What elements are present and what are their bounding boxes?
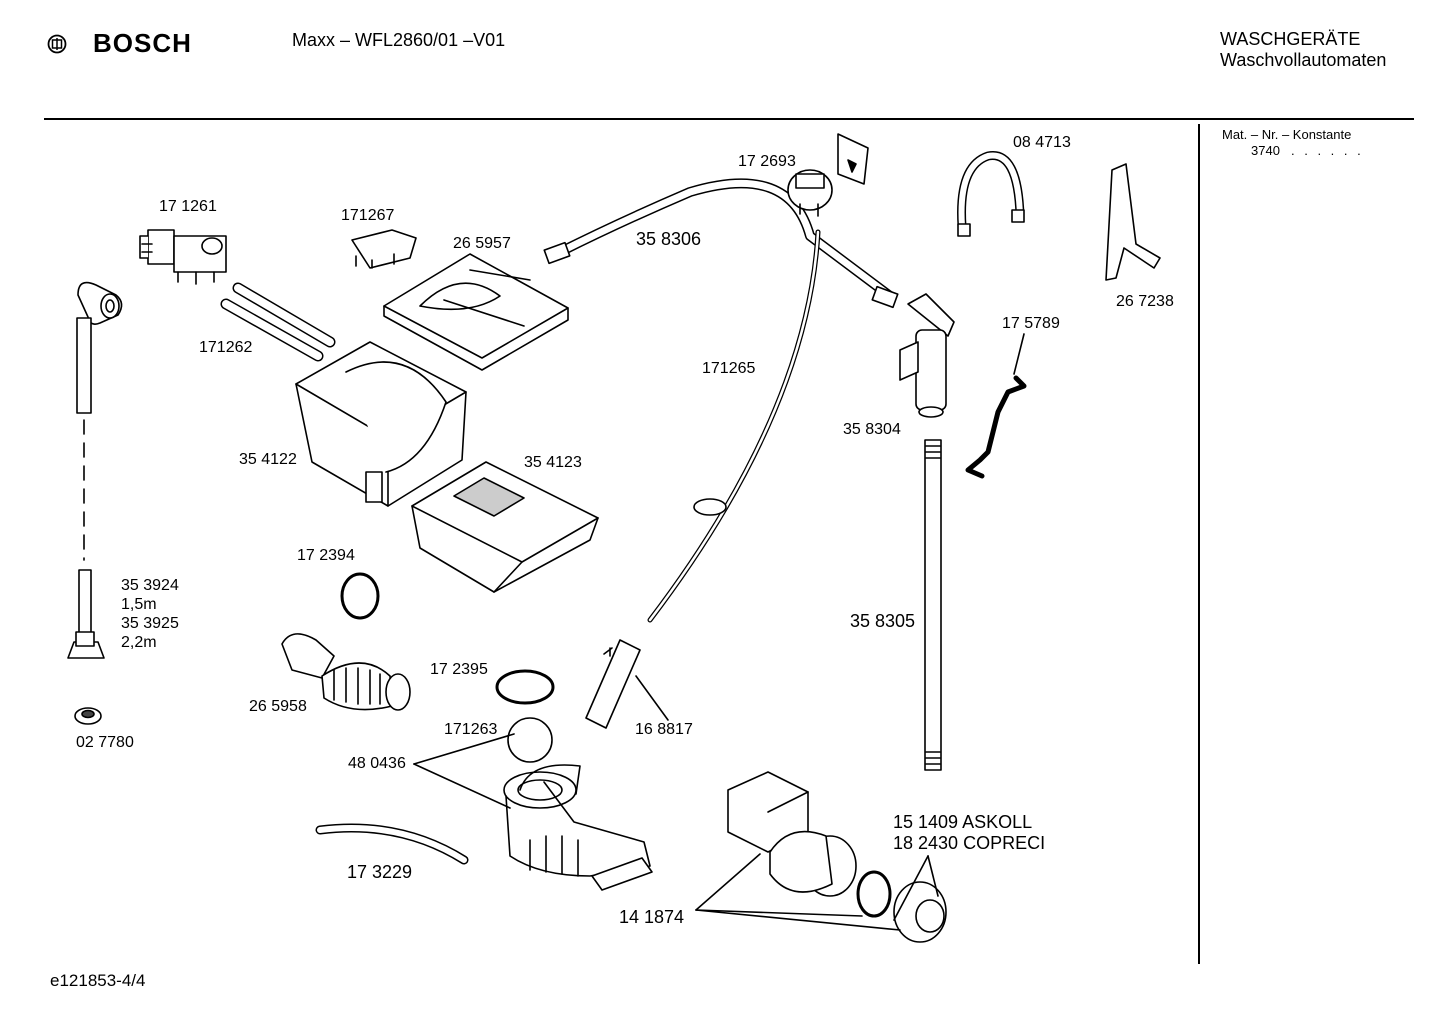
leader-141874-c (695, 909, 901, 931)
dispenser-cover-265957 (383, 253, 569, 371)
part-label-171263: 171263 (444, 721, 498, 738)
tube-171265 (647, 229, 821, 623)
bellows-hose-265958 (281, 633, 411, 711)
document-id: e121853-4/4 (50, 971, 146, 990)
part-label-141874: 14 1874 (619, 907, 685, 927)
drain-pump (727, 771, 857, 897)
washer-027780 (74, 707, 102, 725)
pump-seal (856, 870, 892, 918)
ball-171263 (507, 717, 553, 763)
part-label-353925: 35 3925 (121, 615, 179, 632)
part-label-172693: 17 2693 (738, 153, 796, 170)
pump-filter (893, 881, 947, 943)
part-label-358305: 35 8305 (850, 611, 916, 631)
mat-nr-label: Mat. – Nr. – Konstante (1222, 127, 1352, 142)
category-title: WASCHGERÄTE Waschvollautomaten (1220, 29, 1386, 71)
detergent-drawer-354123 (411, 461, 599, 593)
tubes-171262 (220, 282, 336, 362)
part-label-358304: 35 8304 (843, 421, 901, 438)
air-trap-358304 (899, 293, 955, 418)
part-label-353924: 35 3924 (121, 577, 179, 594)
category-line-2: Waschvollautomaten (1220, 50, 1387, 70)
part-label-265958: 26 5958 (249, 698, 307, 715)
bosch-logo-icon (47, 34, 67, 53)
inlet-valve (139, 229, 227, 285)
leader-175789 (1013, 333, 1025, 375)
part-label-173229: 17 3229 (347, 862, 413, 882)
bracket-267238 (1105, 163, 1161, 281)
leader-480436-a (413, 733, 515, 765)
pressure-hose-358306 (543, 178, 899, 309)
inlet-hose-fitting (67, 569, 105, 659)
model-title: Maxx – WFL2860/01 –V01 (292, 30, 506, 50)
hook-084713 (957, 151, 1025, 237)
leader-480436-b (413, 763, 511, 809)
sidebar-divider (1198, 124, 1200, 964)
part-label-171265: 171265 (702, 360, 756, 377)
part-label-084713: 08 4713 (1013, 134, 1071, 151)
mat-nr-dots: . . . . . . (1291, 143, 1364, 158)
part-label-168817: 16 8817 (635, 721, 693, 738)
part-label-267238: 26 7238 (1116, 293, 1174, 310)
category-line-1: WASCHGERÄTE (1220, 29, 1361, 49)
part-label-265957: 26 5957 (453, 235, 511, 252)
leader-168817 (635, 675, 669, 721)
hose-358305 (924, 439, 942, 771)
header-divider (44, 118, 1414, 120)
rod-175789 (965, 375, 1027, 479)
sensor-168817 (585, 639, 641, 729)
leader-141874-b (695, 909, 863, 917)
drain-tube-173229 (315, 823, 469, 865)
seal-172395 (495, 669, 555, 705)
part-label-354123: 35 4123 (524, 454, 582, 471)
part-label-171267: 171267 (341, 207, 395, 224)
part-label-027780: 02 7780 (76, 734, 134, 751)
mat-nr-value: 3740 (1251, 143, 1280, 158)
leader-141874-a (695, 853, 761, 911)
leader-151409-a (893, 855, 929, 921)
part-label-358306: 35 8306 (636, 229, 702, 249)
seal-172394 (340, 572, 380, 620)
part-label-172394: 17 2394 (297, 547, 355, 564)
part-label-175789: 17 5789 (1002, 315, 1060, 332)
bracket-172693 (837, 133, 869, 185)
dispenser-housing-354122 (295, 341, 467, 507)
pressure-switch-172693 (787, 169, 833, 217)
sump-hose-480436 (503, 764, 653, 891)
part-label-length-1: 1,5m (121, 596, 157, 613)
clip-171267 (351, 229, 417, 269)
part-label-182430: 18 2430 COPRECI (893, 833, 1046, 853)
part-label-480436: 48 0436 (348, 755, 406, 772)
brand-name: BOSCH (93, 28, 192, 58)
inlet-hose-elbow (76, 281, 123, 414)
part-label-171261: 17 1261 (159, 198, 217, 215)
part-label-354122: 35 4122 (239, 451, 297, 468)
part-label-171262: 171262 (199, 339, 253, 356)
part-label-172395: 17 2395 (430, 661, 488, 678)
brand-block: BOSCH (47, 28, 192, 59)
part-label-151409: 15 1409 ASKOLL (893, 812, 1033, 832)
part-label-length-2: 2,2m (121, 634, 157, 651)
leader-151409-b (927, 855, 939, 897)
